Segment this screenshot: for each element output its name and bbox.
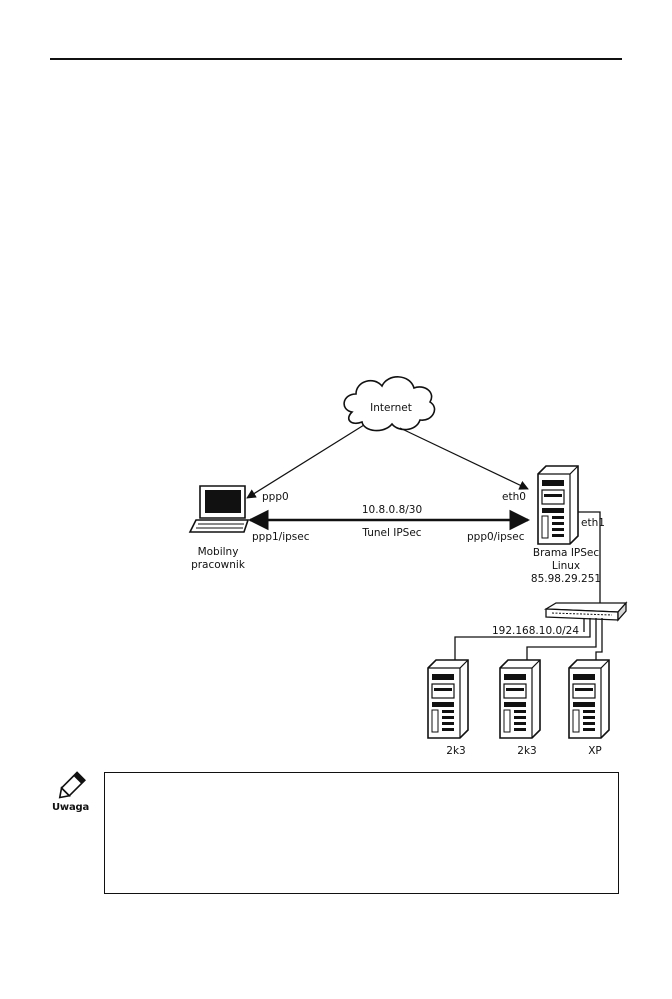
host-label: 2k3 [446, 745, 465, 757]
gateway-address: 85.98.29.251 [531, 573, 601, 585]
laptop-iface-bottom: ppp1/ipsec [252, 531, 310, 543]
host-server-icon [568, 659, 610, 739]
laptop-iface-top: ppp0 [262, 491, 289, 503]
gateway-server-icon [537, 465, 579, 545]
internet-cloud-icon [343, 376, 436, 432]
gateway-name-line2: Linux [552, 560, 580, 572]
note-box [104, 772, 619, 894]
link-internet-gateway [399, 427, 529, 490]
lan-network-label: 192.168.10.0/24 [492, 625, 579, 637]
gateway-iface-bottom: ppp0/ipsec [467, 531, 525, 543]
tunnel-network-label: 10.8.0.8/30 [362, 504, 422, 516]
link-switch-host1 [454, 618, 591, 668]
network-switch-icon [543, 601, 628, 622]
gateway-iface-top: eth0 [502, 491, 526, 503]
tunnel-label: Tunel IPSec [361, 527, 421, 539]
host-server-icon [427, 659, 469, 739]
note-label: Uwaga [52, 802, 90, 813]
host-server-icon [499, 659, 541, 739]
laptop-name-line1: Mobilny [198, 546, 239, 558]
laptop-name-line2: pracownik [191, 559, 246, 571]
pencil-icon [58, 771, 86, 799]
host-label: 2k3 [517, 745, 536, 757]
gateway-name-line1: Brama IPSec [533, 547, 600, 559]
host-label: XP [588, 745, 602, 757]
gateway-iface-lan: eth1 [581, 517, 605, 529]
link-switch-host2 [526, 618, 597, 668]
laptop-icon [188, 485, 250, 533]
link-internet-laptop [246, 424, 365, 499]
link-gateway-switch [578, 511, 601, 607]
header-rule [50, 58, 622, 60]
internet-label: Internet [370, 402, 412, 414]
